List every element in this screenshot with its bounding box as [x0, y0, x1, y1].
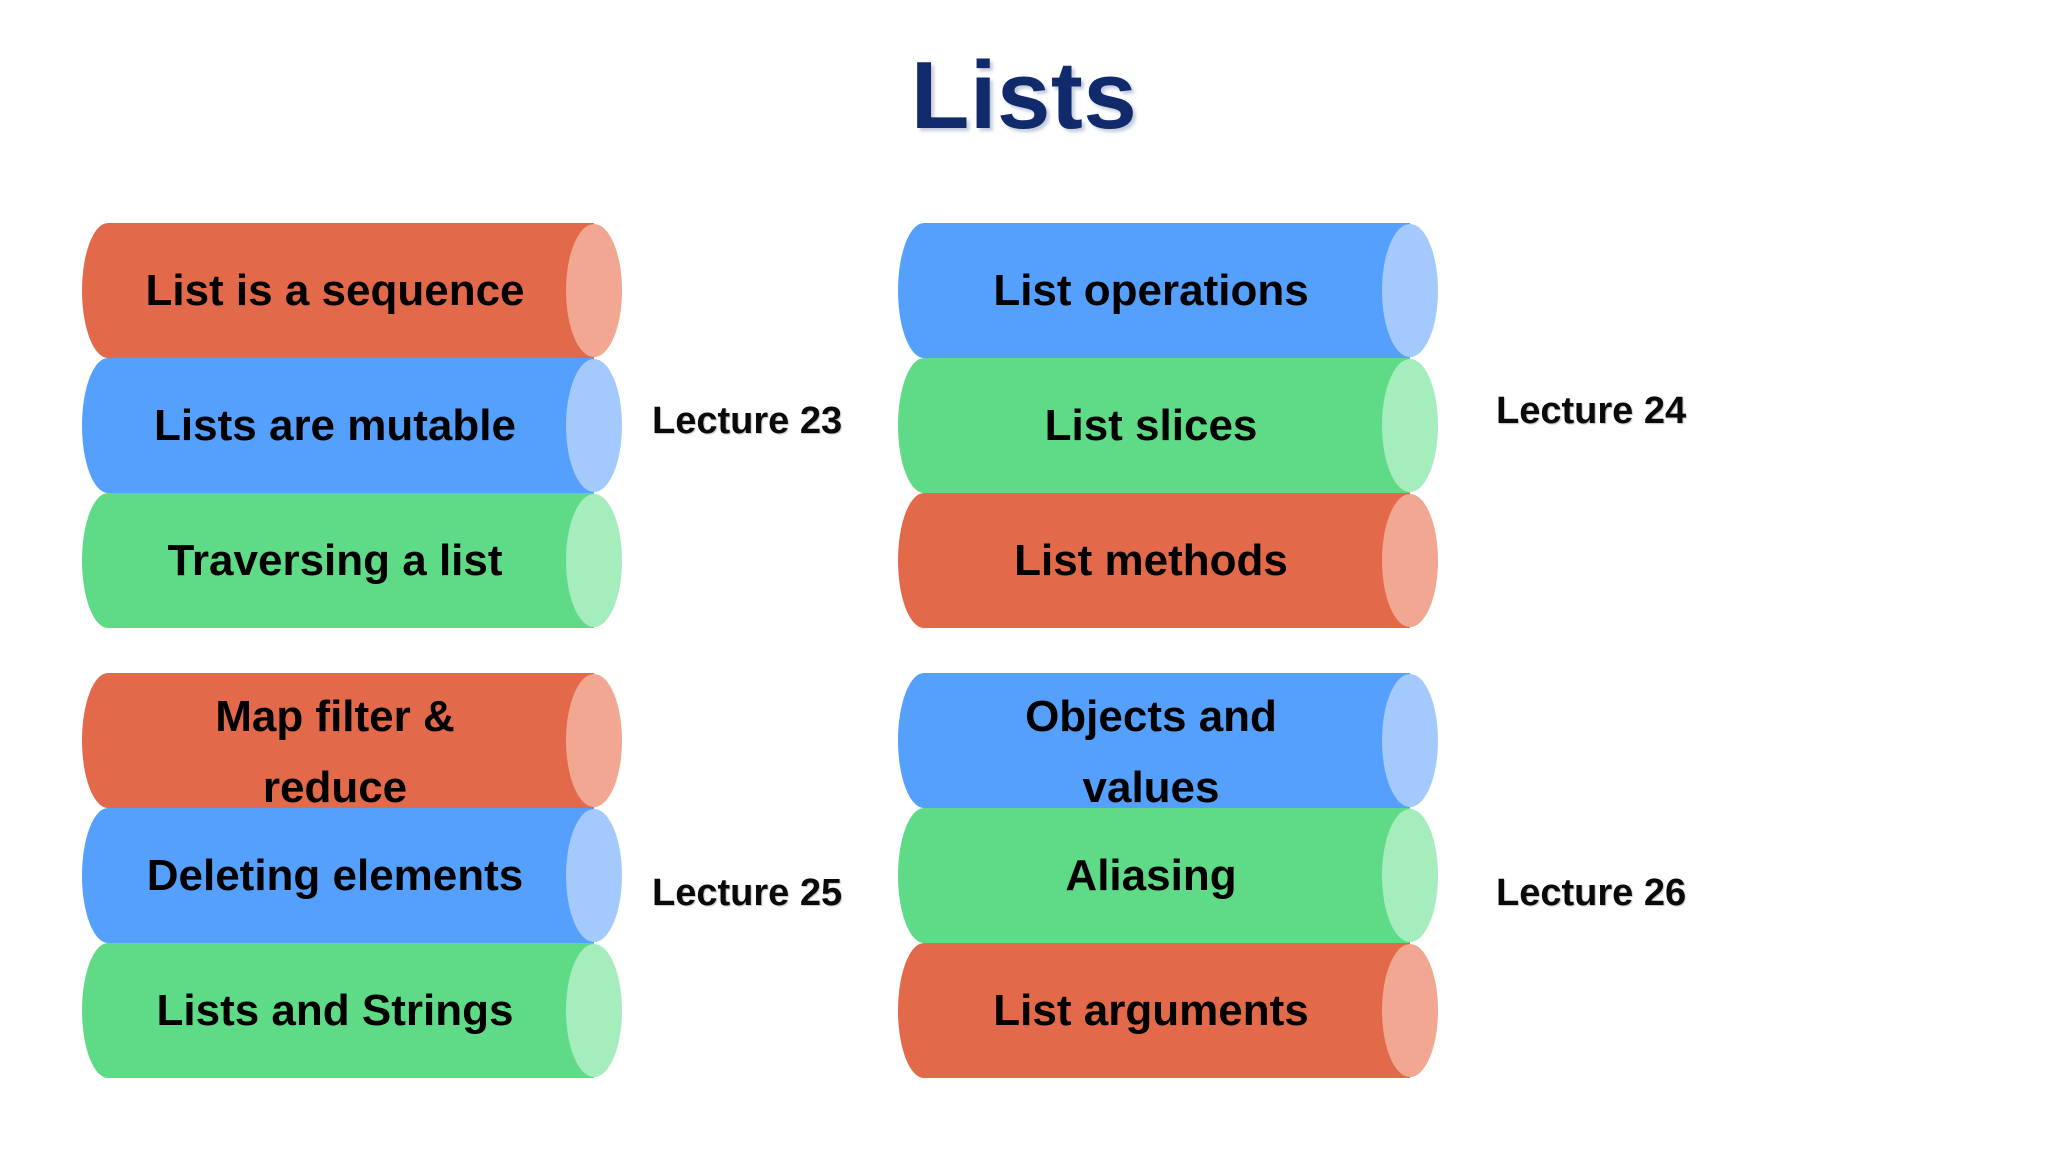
cylinder-body [82, 943, 594, 1078]
cylinder-shape [82, 223, 622, 358]
cylinder-shape [82, 943, 622, 1078]
cylinder-lecture-25-2[interactable]: Deleting elements [82, 808, 622, 943]
lecture-label-24: Lecture 24 [1496, 390, 1687, 432]
cylinder-shape [898, 493, 1438, 628]
cylinder-end-cap [1382, 674, 1438, 807]
cylinder-lecture-25-1[interactable]: Map filter & reduce [82, 673, 622, 812]
cylinder-shape [82, 493, 622, 628]
cylinder-lecture-23-1[interactable]: List is a sequence [82, 223, 622, 358]
cylinder-shape [898, 808, 1438, 943]
cylinder-lecture-24-2[interactable]: List slices [898, 358, 1438, 493]
cylinder-body [82, 673, 594, 808]
lecture-label-26: Lecture 26 [1496, 872, 1687, 914]
cylinder-shape [82, 808, 622, 943]
cylinder-end-cap [566, 494, 622, 627]
cylinder-shape [82, 358, 622, 493]
cylinder-lecture-26-3[interactable]: List arguments [898, 943, 1438, 1078]
lecture-label-25: Lecture 25 [652, 872, 843, 914]
cylinder-end-cap [1382, 224, 1438, 357]
cylinder-body [82, 493, 594, 628]
cylinder-end-cap [566, 944, 622, 1077]
cylinder-shape [898, 223, 1438, 358]
cylinder-end-cap [1382, 809, 1438, 942]
cylinder-body [898, 493, 1410, 628]
cylinder-lecture-23-2[interactable]: Lists are mutable [82, 358, 622, 493]
cylinder-end-cap [1382, 494, 1438, 627]
cylinder-body [898, 808, 1410, 943]
lecture-label-23: Lecture 23 [652, 400, 843, 442]
page-title: Lists [910, 42, 1138, 149]
cylinder-body [898, 358, 1410, 493]
cylinder-body [82, 358, 594, 493]
cylinder-end-cap [566, 809, 622, 942]
cylinder-body [898, 673, 1410, 808]
cylinder-lecture-23-3[interactable]: Traversing a list [82, 493, 622, 628]
cylinder-shape [82, 673, 622, 808]
cylinder-body [898, 943, 1410, 1078]
cylinder-body [82, 223, 594, 358]
cylinder-body [82, 808, 594, 943]
cylinder-body [898, 223, 1410, 358]
cylinder-end-cap [1382, 359, 1438, 492]
cylinder-end-cap [566, 359, 622, 492]
cylinder-end-cap [566, 224, 622, 357]
cylinder-lecture-25-3[interactable]: Lists and Strings [82, 943, 622, 1078]
cylinder-lecture-26-2[interactable]: Aliasing [898, 808, 1438, 943]
cylinder-end-cap [566, 674, 622, 807]
cylinder-shape [898, 673, 1438, 808]
cylinder-end-cap [1382, 944, 1438, 1077]
cylinder-lecture-24-1[interactable]: List operations [898, 223, 1438, 358]
cylinder-lecture-26-1[interactable]: Objects and values [898, 673, 1438, 812]
cylinder-lecture-24-3[interactable]: List methods [898, 493, 1438, 628]
cylinder-shape [898, 358, 1438, 493]
cylinder-shape [898, 943, 1438, 1078]
